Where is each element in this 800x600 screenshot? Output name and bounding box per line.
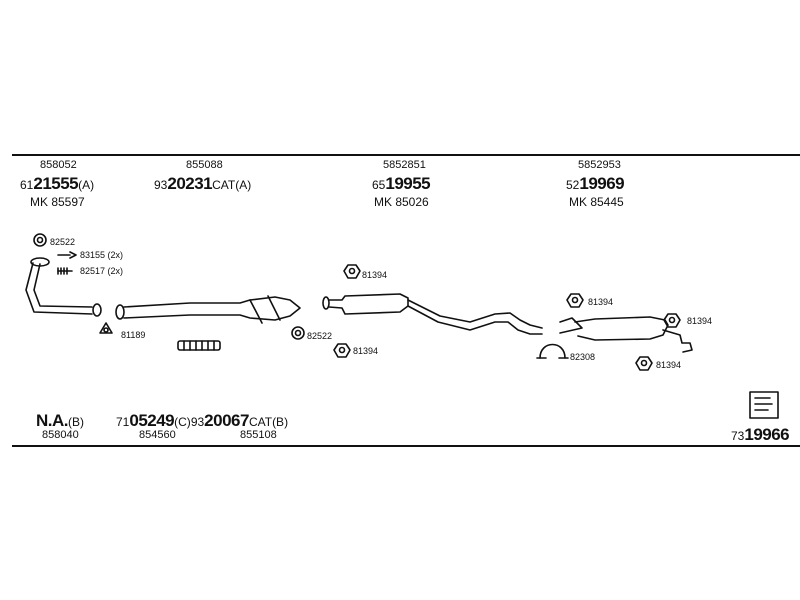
part-code-858052: 858052 bbox=[40, 159, 77, 171]
clamp-82308-part bbox=[536, 343, 569, 359]
callout-81394e: 81394 bbox=[656, 360, 682, 370]
rubber-mount-81394d-part bbox=[663, 313, 681, 328]
centre-silencer-part bbox=[322, 293, 543, 335]
mounting-kit-85597: MK 85597 bbox=[30, 195, 85, 209]
part-code-5852953: 5852953 bbox=[578, 159, 621, 171]
spring-83155-part bbox=[57, 251, 77, 259]
part-number-21555: 6121555(A) bbox=[20, 174, 95, 193]
callout-81189: 81189 bbox=[121, 330, 146, 340]
rubber-mount-81394b-part bbox=[333, 343, 351, 358]
callout-82308: 82308 bbox=[570, 352, 596, 362]
part-number-19969: 5219969 bbox=[566, 174, 625, 193]
callout-82522: 82522 bbox=[50, 237, 76, 247]
top-rule bbox=[12, 154, 800, 156]
bottom-rule bbox=[12, 445, 800, 447]
rubber-mount-81394c-part bbox=[566, 293, 584, 308]
mounting-kit-85026: MK 85026 bbox=[374, 195, 429, 209]
callout-82522b: 82522 bbox=[307, 331, 333, 341]
gasket-82522b-part bbox=[291, 326, 305, 340]
flex-pipe-part bbox=[177, 340, 221, 351]
gasket-81189-part bbox=[99, 322, 113, 334]
callout-82517: 82517 (2x) bbox=[80, 266, 124, 276]
not-available-label: N.A.(B) bbox=[36, 411, 84, 430]
kit-number-19966: 7319966 bbox=[731, 425, 790, 444]
rubber-mount-81394e-part bbox=[635, 356, 653, 371]
part-code-855088: 855088 bbox=[186, 159, 223, 171]
bolt-82517-part bbox=[57, 267, 73, 275]
rubber-mount-81394a-part bbox=[343, 264, 361, 279]
callout-81394b: 81394 bbox=[353, 346, 379, 356]
callout-83155: 83155 (2x) bbox=[80, 250, 124, 260]
part-number-20231: 9320231CAT(A) bbox=[154, 174, 252, 193]
callout-81394c: 81394 bbox=[588, 297, 614, 307]
mounting-kit-85445: MK 85445 bbox=[569, 195, 624, 209]
part-number-05249-and-20067: 7105249(C)9320067CAT(B) bbox=[116, 411, 289, 430]
callout-81394d: 81394 bbox=[687, 316, 713, 326]
part-number-19955: 6519955 bbox=[372, 174, 431, 193]
callout-81394a: 81394 bbox=[362, 270, 388, 280]
part-code-854560: 854560 bbox=[139, 429, 176, 441]
rear-silencer-part bbox=[559, 316, 693, 353]
catalytic-converter-part bbox=[115, 295, 301, 324]
gasket-82522-part bbox=[33, 233, 47, 247]
part-code-5852851: 5852851 bbox=[383, 159, 426, 171]
kit-box-icon bbox=[749, 391, 779, 419]
front-pipe-part bbox=[25, 257, 102, 317]
part-code-855108: 855108 bbox=[240, 429, 277, 441]
part-code-858040: 858040 bbox=[42, 429, 79, 441]
